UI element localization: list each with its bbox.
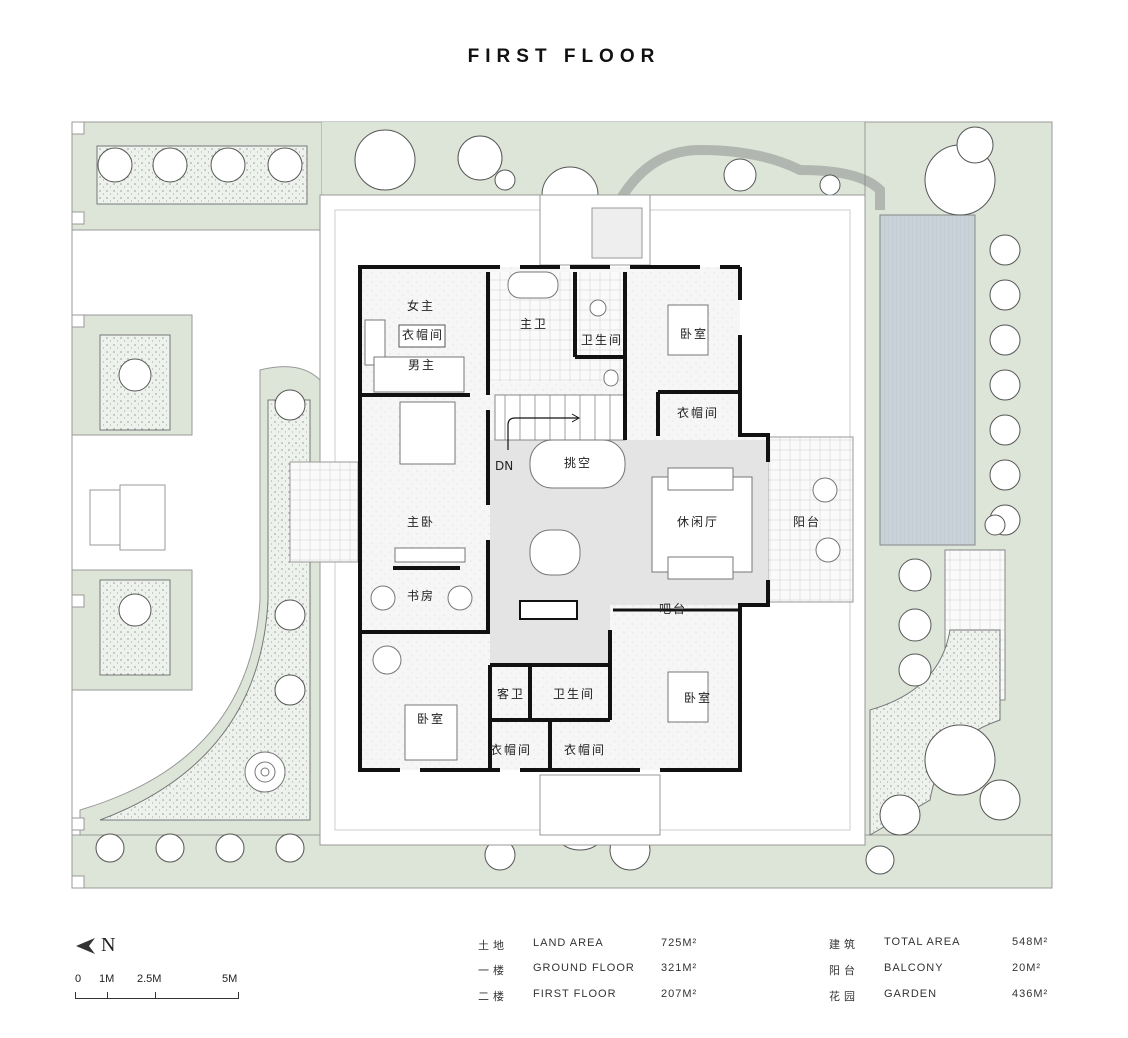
label-dn: DN: [495, 459, 513, 473]
floor-plan: 女主 衣帽间 男主 主卫 卫生间 卧室 衣帽间 挑空 DN 主卧 休闲厅 阳台 …: [71, 121, 1053, 889]
area-value: 548M²: [1012, 936, 1049, 948]
label-closet-s2: 衣帽间: [564, 742, 606, 757]
label-wc-bottom: 卫生间: [553, 687, 595, 701]
label-closet-master: 衣帽间: [402, 327, 444, 342]
label-bar: 吧台: [659, 601, 687, 616]
label-balcony: 阳台: [793, 514, 821, 529]
label-nvzhu: 女主: [407, 298, 435, 313]
label-guest-bath: 客卫: [497, 686, 525, 701]
area-value: 207M²: [661, 988, 698, 1000]
label-wc-top: 卫生间: [581, 333, 623, 347]
scale-bar: 0 1M 2.5M 5M: [75, 973, 245, 1003]
north-label: N: [101, 934, 116, 956]
scale-label: 1M: [99, 973, 115, 985]
scale-label: 2.5M: [137, 973, 162, 985]
area-en: GROUND FLOOR: [533, 962, 635, 974]
area-en: LAND AREA: [533, 937, 604, 949]
area-en: TOTAL AREA: [884, 936, 961, 948]
label-master-bedroom: 主卧: [407, 515, 435, 529]
area-en: GARDEN: [884, 988, 938, 1000]
label-bedroom-sw: 卧室: [417, 711, 445, 726]
plan-title: FIRST FLOOR: [467, 46, 661, 67]
scale-label: 5M: [222, 973, 238, 985]
label-void: 挑空: [564, 456, 592, 470]
balcony-area: [767, 436, 854, 603]
area-cn: 阳台: [829, 965, 859, 977]
label-nanzhu: 男主: [408, 358, 436, 372]
label-closet-ne: 衣帽间: [677, 405, 719, 420]
area-cn: 建筑: [829, 939, 859, 951]
area-value: 436M²: [1012, 988, 1049, 1000]
area-cn: 花园: [829, 991, 859, 1003]
label-study: 书房: [407, 588, 435, 603]
area-cn: 土地: [478, 940, 508, 952]
north-arrow: N: [75, 934, 115, 957]
area-value: 725M²: [661, 937, 698, 949]
label-bedroom-se: 卧室: [684, 690, 712, 705]
area-cn: 一楼: [478, 965, 508, 977]
room-labels: 女主 衣帽间 男主 主卫 卫生间 卧室 衣帽间 挑空 DN 主卧 休闲厅 阳台 …: [402, 298, 821, 757]
scale-label: 0: [75, 973, 82, 985]
house-floors: [360, 267, 841, 770]
area-en: BALCONY: [884, 962, 944, 974]
north-arrow-icon: [76, 937, 95, 954]
label-lounge: 休闲厅: [677, 515, 719, 529]
label-bedroom-ne: 卧室: [680, 326, 708, 341]
label-closet-s1: 衣帽间: [490, 742, 532, 757]
area-value: 20M²: [1012, 962, 1042, 974]
walls: [358, 265, 770, 772]
area-cn: 二楼: [478, 991, 508, 1003]
pool: [879, 214, 976, 546]
area-en: FIRST FLOOR: [533, 988, 617, 1000]
area-value: 321M²: [661, 962, 698, 974]
label-master-bath: 主卫: [520, 317, 548, 331]
